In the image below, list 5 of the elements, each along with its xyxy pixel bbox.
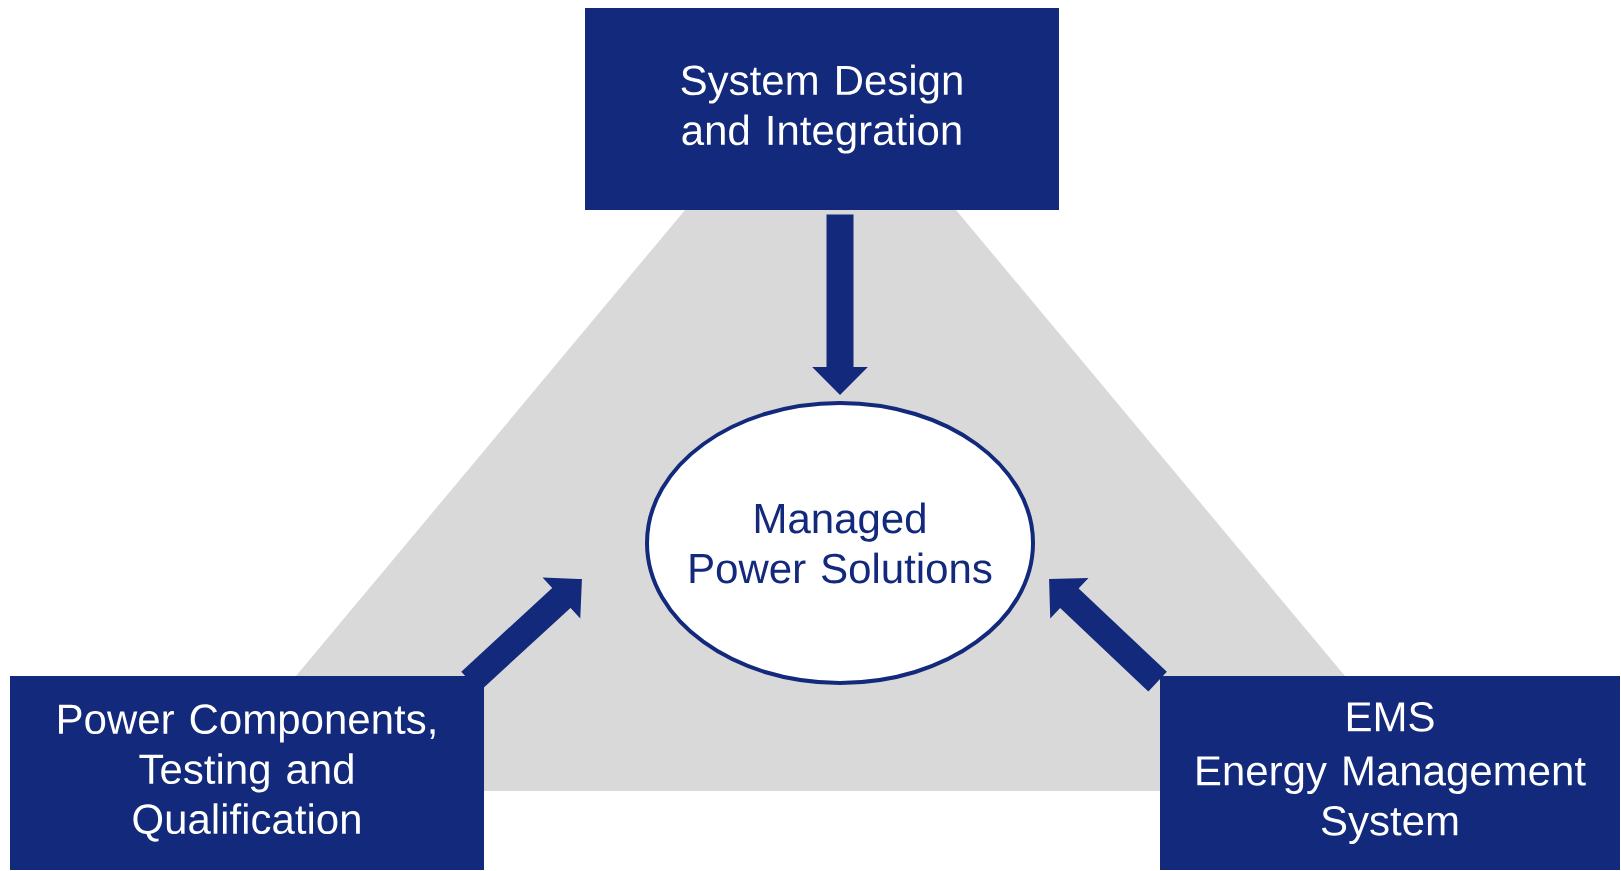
oval: Managed Power Solutions bbox=[645, 401, 1035, 685]
box: Power Components, Testing and Qualification bbox=[10, 676, 484, 870]
box: EMS Energy Management System bbox=[1160, 676, 1620, 870]
box: System Design and Integration bbox=[585, 8, 1059, 210]
block-arrow bbox=[1049, 578, 1167, 692]
